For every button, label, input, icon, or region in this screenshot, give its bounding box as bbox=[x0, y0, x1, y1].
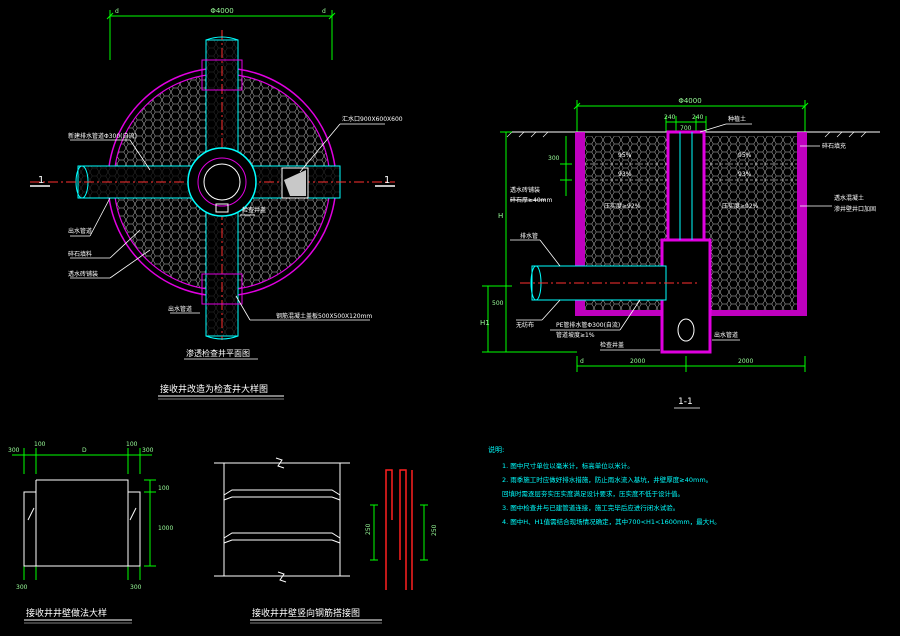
section-label-bottom2: PE管排水管Φ300(自流) bbox=[556, 321, 620, 329]
wall-dim-300b: 300 bbox=[142, 447, 154, 454]
section-label-top: 种植土 bbox=[728, 115, 746, 123]
section-label-bottom4: 检查井盖 bbox=[600, 341, 624, 349]
notes-item: 回填时需逐层夯实压实度满足设计要求，压实度不低于设计值。 bbox=[502, 489, 684, 498]
wall-dim-300d: 300 bbox=[130, 584, 142, 591]
section-dim-total: Φ4000 bbox=[678, 97, 701, 105]
plan-caption: 渗透检查井平面图 bbox=[186, 348, 250, 358]
plan-label-inlet-pipe: 新建排水管道Φ300(自流) bbox=[68, 132, 137, 140]
section-shaft bbox=[660, 130, 712, 354]
wall-dim-300: 300 bbox=[8, 447, 20, 454]
section-pct1: 95% bbox=[618, 152, 632, 159]
rebar-dim-250b: 250 bbox=[431, 524, 438, 536]
plan-dim-tick-right: d bbox=[322, 8, 326, 15]
rebar-title: 接收井井壁竖向钢筋搭接图 bbox=[252, 607, 360, 619]
wall-dim-100a: 100 bbox=[34, 441, 46, 448]
plan-section-mark-right: 1 bbox=[384, 175, 390, 186]
notes-item: 4. 图中H、H1值需结合现场情况确定，其中700<H1<1600mm，最大H。 bbox=[502, 517, 721, 526]
section-dims-top bbox=[573, 100, 809, 132]
section-label-bottom3: 管道坡度≥1% bbox=[556, 331, 595, 339]
plan-view: Φ4000 d d bbox=[30, 7, 403, 400]
plan-title: 接收井改造为检查井大样图 bbox=[160, 383, 268, 395]
section-label-bottom1: 无纺布 bbox=[516, 321, 534, 329]
section-dim-300: 300 bbox=[548, 155, 560, 162]
wall-dim-v1000: 1000 bbox=[158, 525, 173, 532]
section-tick-a: d bbox=[580, 358, 584, 365]
section-view: Φ4000 240 700 240 bbox=[480, 97, 880, 409]
rebar-detail: 250 250 接收井井壁竖向钢筋搭接图 bbox=[214, 457, 438, 624]
wall-dim-100b: 100 bbox=[126, 441, 138, 448]
section-label-left1: 透水砖铺装 bbox=[510, 186, 540, 194]
section-label-left2: 碎石厚≥40mm bbox=[510, 196, 553, 204]
section-pct3: 95% bbox=[738, 152, 752, 159]
section-dim-right: 240 bbox=[692, 114, 704, 121]
plan-label-bottom: 出水管道 bbox=[168, 305, 192, 313]
plan-dim-top-text: Φ4000 bbox=[210, 7, 233, 15]
section-pct2: 93% bbox=[618, 171, 632, 178]
section-h1-label: H1 bbox=[480, 319, 490, 327]
section-dim-500: 500 bbox=[492, 300, 504, 307]
section-label-right3: 渗井壁井口加固 bbox=[834, 205, 876, 213]
section-leaders bbox=[510, 123, 832, 351]
section-dim-left: 240 bbox=[664, 114, 676, 121]
plan-label-outlet: 出水管道 bbox=[68, 227, 92, 235]
section-pct6: 压实度≥92% bbox=[722, 202, 759, 210]
plan-section-mark-left: 1 bbox=[38, 175, 44, 186]
wall-dim-D: D bbox=[82, 447, 87, 454]
wall-dims bbox=[12, 448, 156, 580]
rebar-bars bbox=[385, 469, 413, 590]
plan-label-tag-right: 汇水口900X600X600 bbox=[342, 115, 403, 123]
plan-dimension-top bbox=[106, 10, 336, 60]
rebar-outline bbox=[214, 457, 350, 583]
wall-outline bbox=[23, 479, 141, 567]
wall-detail: 300 100 D 100 300 100 1000 300 300 接收井井壁… bbox=[8, 441, 173, 624]
plan-leaders bbox=[70, 123, 385, 321]
plan-inlet-block bbox=[281, 167, 309, 199]
wall-dim-v100: 100 bbox=[158, 485, 170, 492]
section-inlet-pipe bbox=[520, 265, 700, 301]
wall-title: 接收井井壁做法大样 bbox=[26, 607, 107, 619]
rebar-dim-250a: 250 bbox=[365, 523, 372, 535]
plan-manhole bbox=[187, 147, 257, 217]
notes-item: 1. 图中尺寸单位以毫米计，标高单位以米计。 bbox=[502, 461, 634, 470]
plan-label-bottom-right: 钢筋混凝土盖板500X500X120mm bbox=[276, 312, 372, 320]
notes-item: 3. 图中检查井与已建管道连接，施工完毕后应进行闭水试验。 bbox=[502, 503, 679, 512]
plan-dim-tick-left: d bbox=[115, 8, 119, 15]
section-label-right1: 碎石填充 bbox=[822, 142, 846, 150]
plan-label-mid1: 碎石填料 bbox=[68, 250, 92, 258]
section-dim-mid: 700 bbox=[680, 125, 692, 132]
wall-dim-300c: 300 bbox=[16, 584, 28, 591]
section-label-pipe: 排水管 bbox=[520, 232, 538, 240]
section-dim-b2: 2000 bbox=[738, 358, 753, 365]
plan-label-center: 检查井盖 bbox=[242, 206, 266, 214]
section-dims-bottom bbox=[576, 356, 806, 372]
section-dim-b1: 2000 bbox=[630, 358, 645, 365]
section-pct4: 93% bbox=[738, 171, 752, 178]
section-pct5: 压实度≥92% bbox=[604, 202, 641, 210]
notes-item: 2. 雨季施工时应做好排水措施，防止雨水流入基坑，井壁厚度≥40mm。 bbox=[502, 475, 712, 484]
section-label-outlet: 出水管道 bbox=[714, 331, 738, 339]
section-label-right2: 透水混凝土 bbox=[834, 194, 864, 202]
section-h-label: H bbox=[498, 212, 503, 220]
section-dims-left bbox=[482, 131, 577, 353]
plan-label-mid2: 透水砖铺装 bbox=[68, 270, 98, 278]
ground-hatch bbox=[506, 131, 867, 138]
notes-heading: 说明: bbox=[488, 445, 504, 454]
notes-block: 说明: 1. 图中尺寸单位以毫米计，标高单位以米计。 2. 雨季施工时应做好排水… bbox=[488, 445, 721, 526]
rebar-dims bbox=[370, 504, 428, 561]
section-caption: 1-1 bbox=[678, 397, 693, 407]
